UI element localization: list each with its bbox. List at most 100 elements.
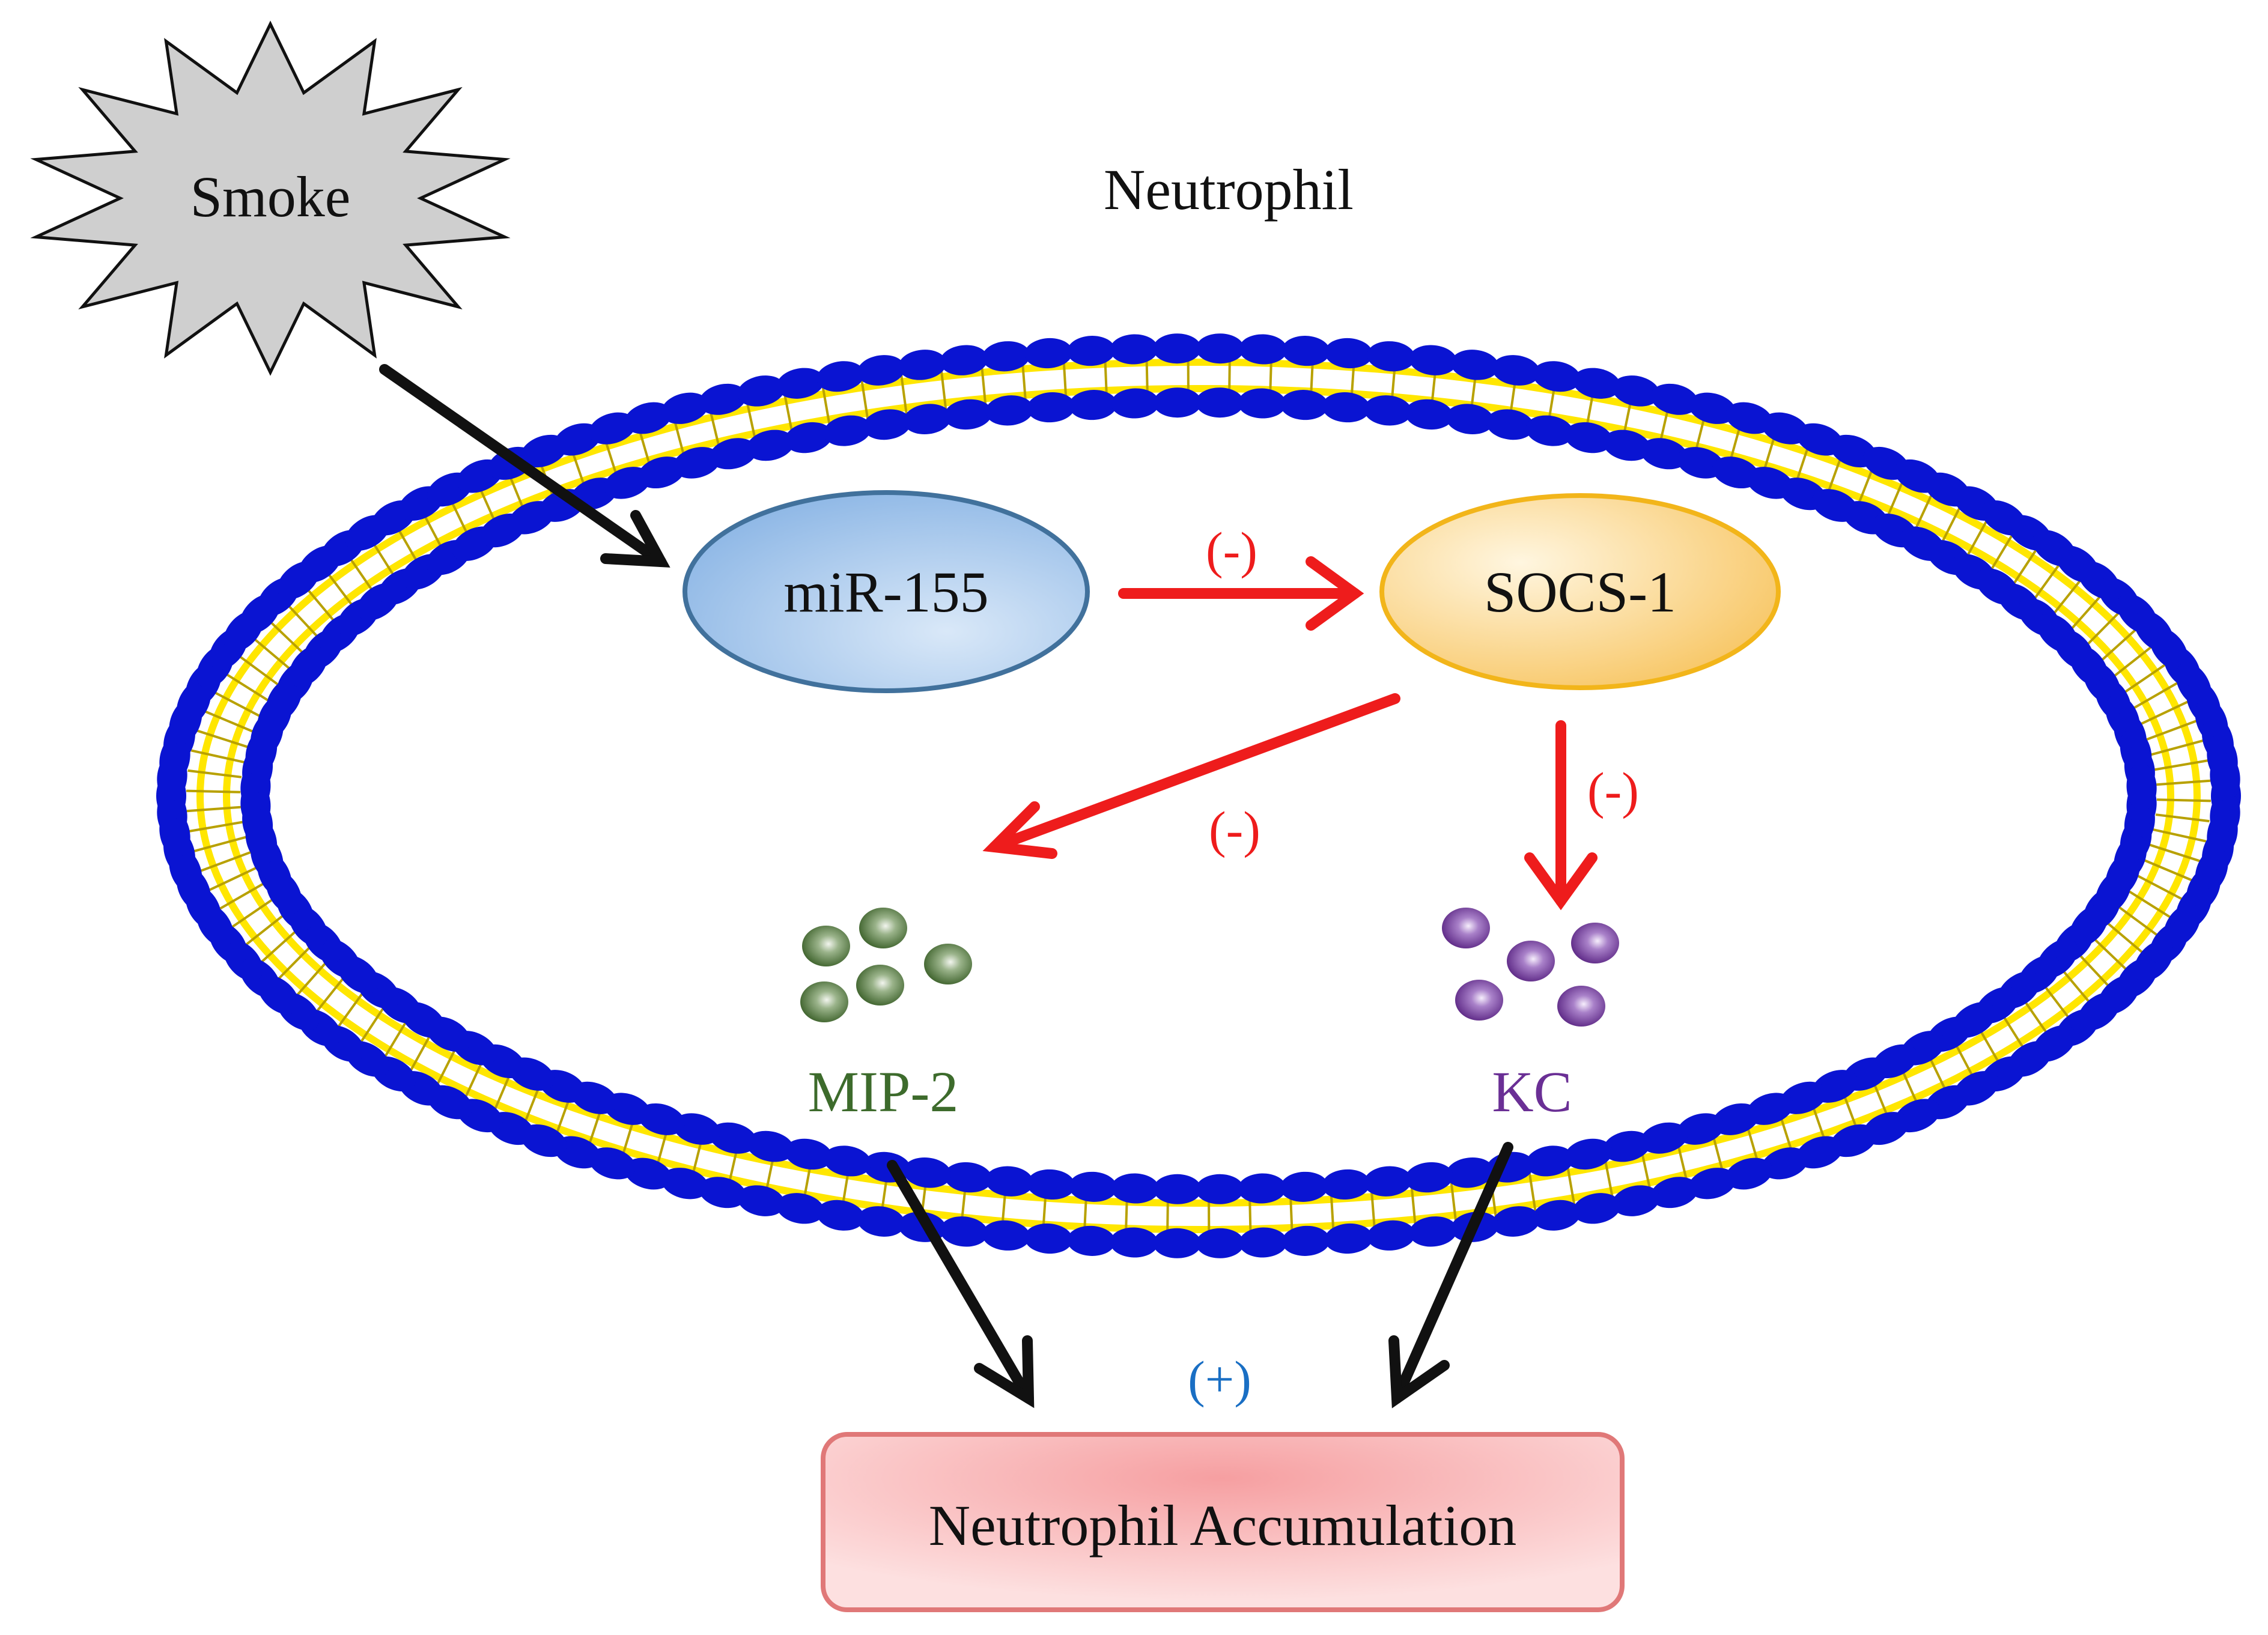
mip2-particle [802, 926, 850, 966]
membrane-lipid-head [1564, 1138, 1613, 1170]
membrane-lipid-head [776, 1193, 824, 1224]
membrane-lipid-head [1492, 355, 1540, 386]
sign-socs1-mip2: (-) [1209, 801, 1260, 858]
membrane-lipid-head [1446, 404, 1494, 434]
mip2-particle [859, 908, 907, 948]
membrane-lipid-head [673, 447, 720, 479]
neutrophil-accumulation-label: Neutrophil Accumulation [929, 1493, 1516, 1558]
membrane-tail [186, 789, 241, 793]
membrane-lipid-head [1533, 361, 1581, 392]
kc-particle [1557, 986, 1605, 1027]
membrane-lipid-head [746, 1130, 794, 1162]
membrane-tail [899, 368, 909, 422]
membrane-lipid-head [1640, 438, 1688, 470]
membrane-tail [2083, 608, 2123, 649]
membrane-tail [2139, 700, 2190, 726]
membrane-tail [2067, 592, 2105, 634]
mir155-ellipse [683, 490, 1090, 693]
membrane-lipid-head [1280, 390, 1328, 420]
membrane-lipid-head [1573, 368, 1621, 399]
membrane-lipid-head [1024, 338, 1073, 369]
membrane-lipid-head [1280, 1171, 1328, 1202]
membrane-tail [2156, 779, 2211, 786]
membrane-lipid-head [776, 368, 824, 399]
membrane-tail [2154, 759, 2209, 771]
membrane-lipid-head [1153, 1228, 1202, 1258]
membrane-lipid-head [1409, 345, 1458, 375]
membrane-lipid-head [2126, 763, 2157, 811]
membrane-lipid-head [1153, 1174, 1202, 1204]
membrane-tail [2135, 874, 2185, 902]
membrane-lipid-head [1239, 1227, 1288, 1258]
membrane-tail [2126, 889, 2174, 920]
membrane-lipid-head [985, 1166, 1034, 1197]
membrane-lipid-head [816, 1200, 865, 1231]
membrane-tail [243, 912, 287, 948]
membrane-lipid-head [1363, 395, 1412, 426]
membrane-lipid-head [1024, 1223, 1073, 1254]
membrane-lipid-head [944, 1162, 993, 1193]
membrane-tail [333, 987, 368, 1033]
membrane-tail [380, 1015, 411, 1064]
membrane-tail [2090, 935, 2132, 975]
membrane-lipid-head [637, 457, 685, 489]
membrane-tail-band [196, 359, 2201, 1233]
arrow-kc-to-accumulation [1388, 1142, 1513, 1409]
membrane-lipid-head [1238, 388, 1286, 419]
membrane-lipid-head [1405, 1162, 1453, 1193]
membrane-lipid-head [589, 412, 636, 444]
membrane-lipid-head [1650, 1177, 1698, 1209]
membrane-lipid-head [1110, 1227, 1158, 1258]
membrane-tail [2110, 644, 2154, 680]
membrane-tail [189, 821, 243, 833]
mip2-particles [800, 908, 972, 1022]
mip2-particle [800, 981, 848, 1022]
membrane-lipid-head [1196, 333, 1244, 364]
membrane-lipid-head [1712, 1103, 1760, 1135]
arrow-mip2-to-accumulation [887, 1160, 1035, 1409]
membrane-lipid-head [1405, 399, 1453, 430]
membrane-lipid-head [1111, 388, 1160, 419]
membrane-lipid-head [985, 395, 1034, 426]
membrane-lipid-head [1238, 1173, 1286, 1204]
membrane-lipid-head [1612, 375, 1660, 407]
membrane-tail [2029, 559, 2064, 605]
membrane-lipid-head [1153, 333, 1202, 364]
membrane-lipid-head [1677, 1113, 1724, 1145]
membrane-tail [196, 729, 249, 748]
membrane-tail [203, 709, 255, 733]
membrane-lipid-head [1324, 338, 1373, 369]
socs1-ellipse [1379, 493, 1781, 690]
membrane-lipid-head [1564, 422, 1613, 453]
membrane-lipid-head [1451, 350, 1499, 380]
membrane-lipid-head [1281, 1225, 1330, 1256]
membrane-lipid-head [1111, 1173, 1160, 1204]
membrane-tail [356, 1001, 388, 1048]
membrane-tail [2058, 965, 2095, 1009]
membrane-lipid-head [1322, 392, 1370, 423]
membrane-lipid-head [898, 350, 946, 380]
kc-particle [1442, 908, 1490, 948]
membrane-lipid-head [2210, 753, 2240, 801]
membrane-tail [2075, 950, 2114, 992]
membrane-tail [223, 672, 271, 703]
neutrophil-accumulation-node: Neutrophil Accumulation [821, 1432, 1625, 1612]
membrane-tail [190, 749, 245, 763]
membrane-lipid-head [1153, 387, 1202, 418]
membrane-lipid-head [673, 1113, 720, 1145]
mir155-node: miR-155 [683, 490, 1090, 693]
membrane-lipid-head [1573, 1193, 1621, 1224]
membrane-lipid-head [1069, 1171, 1117, 1202]
membrane-tail [293, 957, 330, 1000]
membrane-tail [2104, 920, 2147, 957]
membrane-lipid-head [1725, 402, 1773, 434]
membrane-lipid-head [940, 1216, 988, 1247]
membrane-lipid-head [1196, 1174, 1244, 1204]
socs1-node: SOCS-1 [1379, 493, 1781, 690]
membrane-tail [2155, 813, 2210, 823]
membrane-tail [2121, 662, 2168, 695]
membrane-tail [406, 1029, 434, 1078]
membrane-lipid-head [737, 375, 785, 407]
membrane-lipid-head [1446, 1157, 1494, 1188]
